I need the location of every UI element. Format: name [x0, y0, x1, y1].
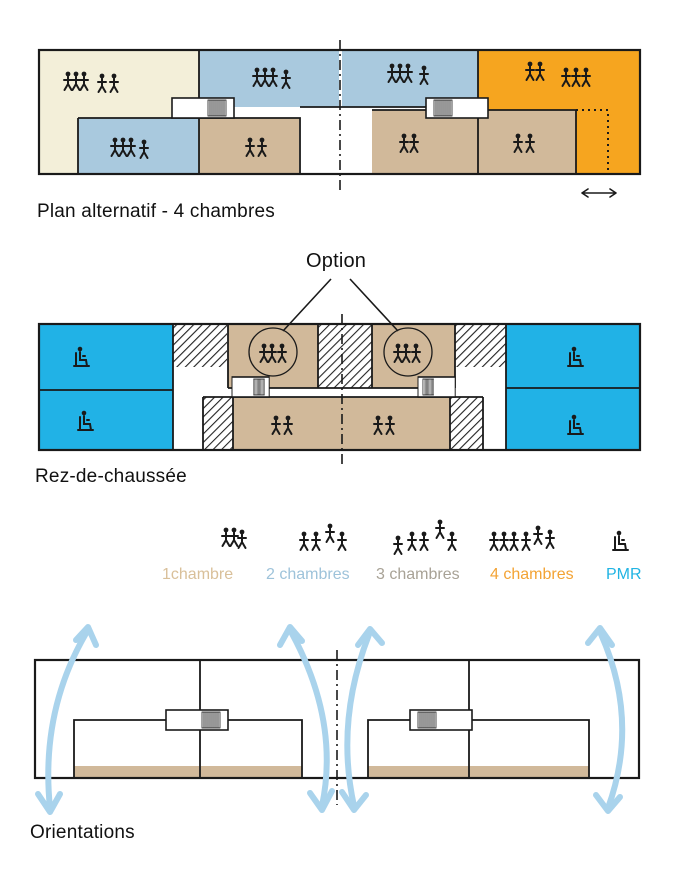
legend-label-2-chambres: 2 chambres	[266, 566, 350, 583]
plan-rez-de-chaussee	[37, 278, 642, 466]
unit-blue-bottom-left	[78, 118, 198, 174]
rez-de-chaussee-caption: Rez-de-chaussée	[35, 466, 187, 487]
legend-label-1-chambre: 1chambre	[162, 566, 234, 583]
legend-label-3-chambres: 3 chambres	[376, 566, 460, 583]
option-label: Option	[306, 250, 367, 272]
two-persons-icon	[299, 522, 347, 551]
orientations-caption: Orientations	[30, 822, 135, 843]
plan-orientations	[33, 624, 641, 815]
option-circle-left	[248, 327, 298, 377]
legend-label-pmr: PMR	[606, 566, 642, 583]
legend-icons	[221, 518, 629, 555]
legend-label-4-chambres: 4 chambres	[490, 566, 574, 583]
option-circle-right	[383, 327, 433, 377]
four-persons-icon	[489, 524, 555, 551]
wheelchair-icon	[612, 529, 629, 551]
stair-icon	[425, 97, 489, 119]
option-pointer-lines	[282, 278, 399, 332]
one-person-icon	[221, 526, 247, 549]
plan-alternatif-caption: Plan alternatif - 4 chambres	[37, 201, 275, 222]
three-persons-icon	[393, 518, 457, 555]
plan-alternatif	[37, 40, 642, 198]
unit-tan-right-a	[372, 110, 478, 174]
orientation-arrows	[35, 624, 626, 815]
double-arrow-icon	[581, 188, 617, 198]
stair-icon	[171, 97, 235, 119]
